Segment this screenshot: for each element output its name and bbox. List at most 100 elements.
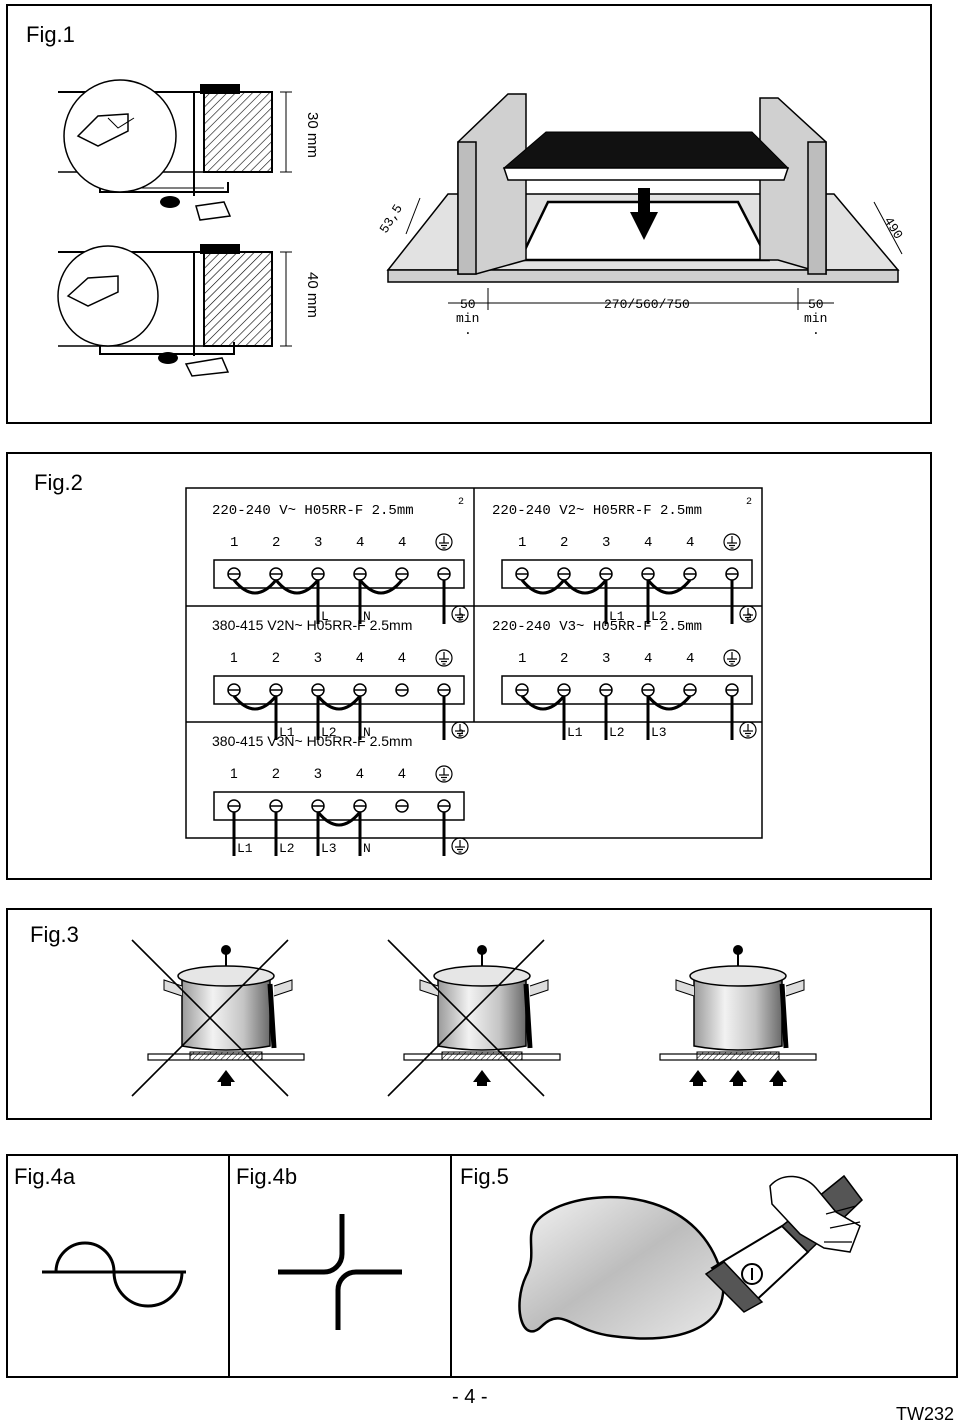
heat-arrow-icon <box>729 1070 747 1082</box>
cooking-zone <box>441 1051 523 1061</box>
ground-icon <box>451 605 469 623</box>
cookware-cross-symbol <box>278 1214 402 1330</box>
ground-icon <box>739 721 757 739</box>
terminal-number: 1 <box>230 535 238 551</box>
wiring-header: 380-415 V2N~ H05RR-F 2.5mm <box>212 617 412 633</box>
terminal-bridge <box>232 695 278 711</box>
wiring-header: 220-240 V3~ H05RR-F 2.5mm <box>492 619 702 635</box>
heat-arrow-icon <box>217 1070 235 1082</box>
dim-40mm: 40 mm <box>304 272 321 318</box>
wiring-header-superscript: 2 <box>458 497 464 508</box>
wiring-header: 220-240 V2~ H05RR-F 2.5mm <box>492 503 702 519</box>
terminal-number: 4 <box>644 651 652 667</box>
terminal-number: 4 <box>356 649 364 665</box>
supply-lead-label: L1 <box>567 725 583 740</box>
pot-example-1 <box>131 939 305 1097</box>
ground-icon <box>435 533 453 551</box>
cooking-zone <box>696 1051 780 1061</box>
fig4-5-panel: Fig.4a Fig.4b Fig.5 <box>6 1154 958 1378</box>
wiring-header-superscript: 2 <box>746 613 752 624</box>
terminal-number: 2 <box>272 765 280 781</box>
terminal-block <box>501 675 753 705</box>
scraper-cleaning-drawing <box>518 1174 863 1340</box>
pot-handle <box>163 979 183 997</box>
terminal-number: 4 <box>644 535 652 551</box>
fig1-drawing: 30 mm 40 mm <box>57 79 906 377</box>
fig4b-cell: Fig.4b <box>230 1156 452 1376</box>
dim-right-dot: . <box>812 323 820 338</box>
supply-lead-label: L1 <box>237 841 253 856</box>
pot-body <box>181 979 271 1051</box>
terminal-number: 4 <box>686 535 694 551</box>
supply-lead-label: L1 <box>609 609 625 624</box>
dim-left-50: 50 <box>460 297 476 312</box>
worktop-cutout <box>386 93 903 310</box>
terminal-number: 2 <box>560 651 568 667</box>
supply-lead-label: L <box>321 609 329 624</box>
lid-knob <box>221 945 231 955</box>
pot-body <box>693 979 783 1051</box>
wiring-header: 220-240 V~ H05RR-F 2.5mm <box>212 503 414 519</box>
terminal-bridge <box>520 695 566 711</box>
dim-53-5: 53,5 <box>377 202 406 236</box>
pot-handle <box>419 979 439 997</box>
fig3-label: Fig.3 <box>30 922 79 947</box>
ground-icon <box>739 605 757 623</box>
fig3-panel: Fig.3 <box>6 908 932 1120</box>
terminal-number: 4 <box>398 765 406 781</box>
ground-icon <box>435 765 453 783</box>
wiring-header: 380-415 V3N~ H05RR-F 2.5mm <box>212 733 412 749</box>
fig4b-label: Fig.4b <box>236 1164 298 1189</box>
supply-lead-label: L3 <box>321 841 337 856</box>
terminal-number: 2 <box>560 535 568 551</box>
document-code: TW232 <box>896 1404 955 1424</box>
wiring-header-superscript: 2 <box>746 497 752 508</box>
wiring-header-superscript: 2 <box>458 729 464 740</box>
ground-icon <box>723 533 741 551</box>
pot-handle <box>675 979 695 997</box>
cookware-wave-symbol <box>42 1241 186 1308</box>
terminal-bridge <box>646 695 692 711</box>
supply-lead-label: N <box>363 609 371 624</box>
terminal-number: 4 <box>686 651 694 667</box>
terminal-number: 3 <box>314 649 322 665</box>
pot-example-3 <box>659 945 817 1086</box>
dim-left-dot: . <box>464 323 472 338</box>
terminal-block <box>213 559 465 589</box>
supply-lead-label: L2 <box>609 725 625 740</box>
cooking-zone <box>189 1051 263 1061</box>
dim-left-min: min <box>456 311 479 326</box>
clamp-detail-30 <box>58 79 292 221</box>
heat-arrow-icon <box>769 1070 787 1082</box>
ground-icon <box>451 837 469 855</box>
terminal-number: 1 <box>230 765 238 781</box>
terminal-number: 3 <box>602 535 610 551</box>
supply-lead-label: L2 <box>279 841 295 856</box>
ground-icon <box>435 649 453 667</box>
dim-right-50: 50 <box>808 297 824 312</box>
terminal-bridge <box>520 579 566 595</box>
terminal-bridge <box>358 579 404 595</box>
terminal-number: 3 <box>314 765 322 781</box>
terminal-number: 4 <box>398 535 406 551</box>
terminal-number: 1 <box>518 535 526 551</box>
fig4a-label: Fig.4a <box>14 1164 76 1189</box>
terminal-block <box>501 559 753 589</box>
terminal-bridge <box>232 579 278 595</box>
terminal-number: 2 <box>272 535 280 551</box>
terminal-number: 1 <box>518 651 526 667</box>
terminal-number: 4 <box>356 765 364 781</box>
pot-handle <box>785 979 805 997</box>
terminal-number: 3 <box>314 535 322 551</box>
pot-example-2 <box>387 939 561 1097</box>
ground-icon <box>723 649 741 667</box>
fig1-panel: Fig.1 30 mm <box>6 4 932 424</box>
page-number: - 4 - <box>452 1386 488 1408</box>
terminal-number: 2 <box>272 649 280 665</box>
fig5-cell: Fig.5 <box>452 1156 956 1376</box>
